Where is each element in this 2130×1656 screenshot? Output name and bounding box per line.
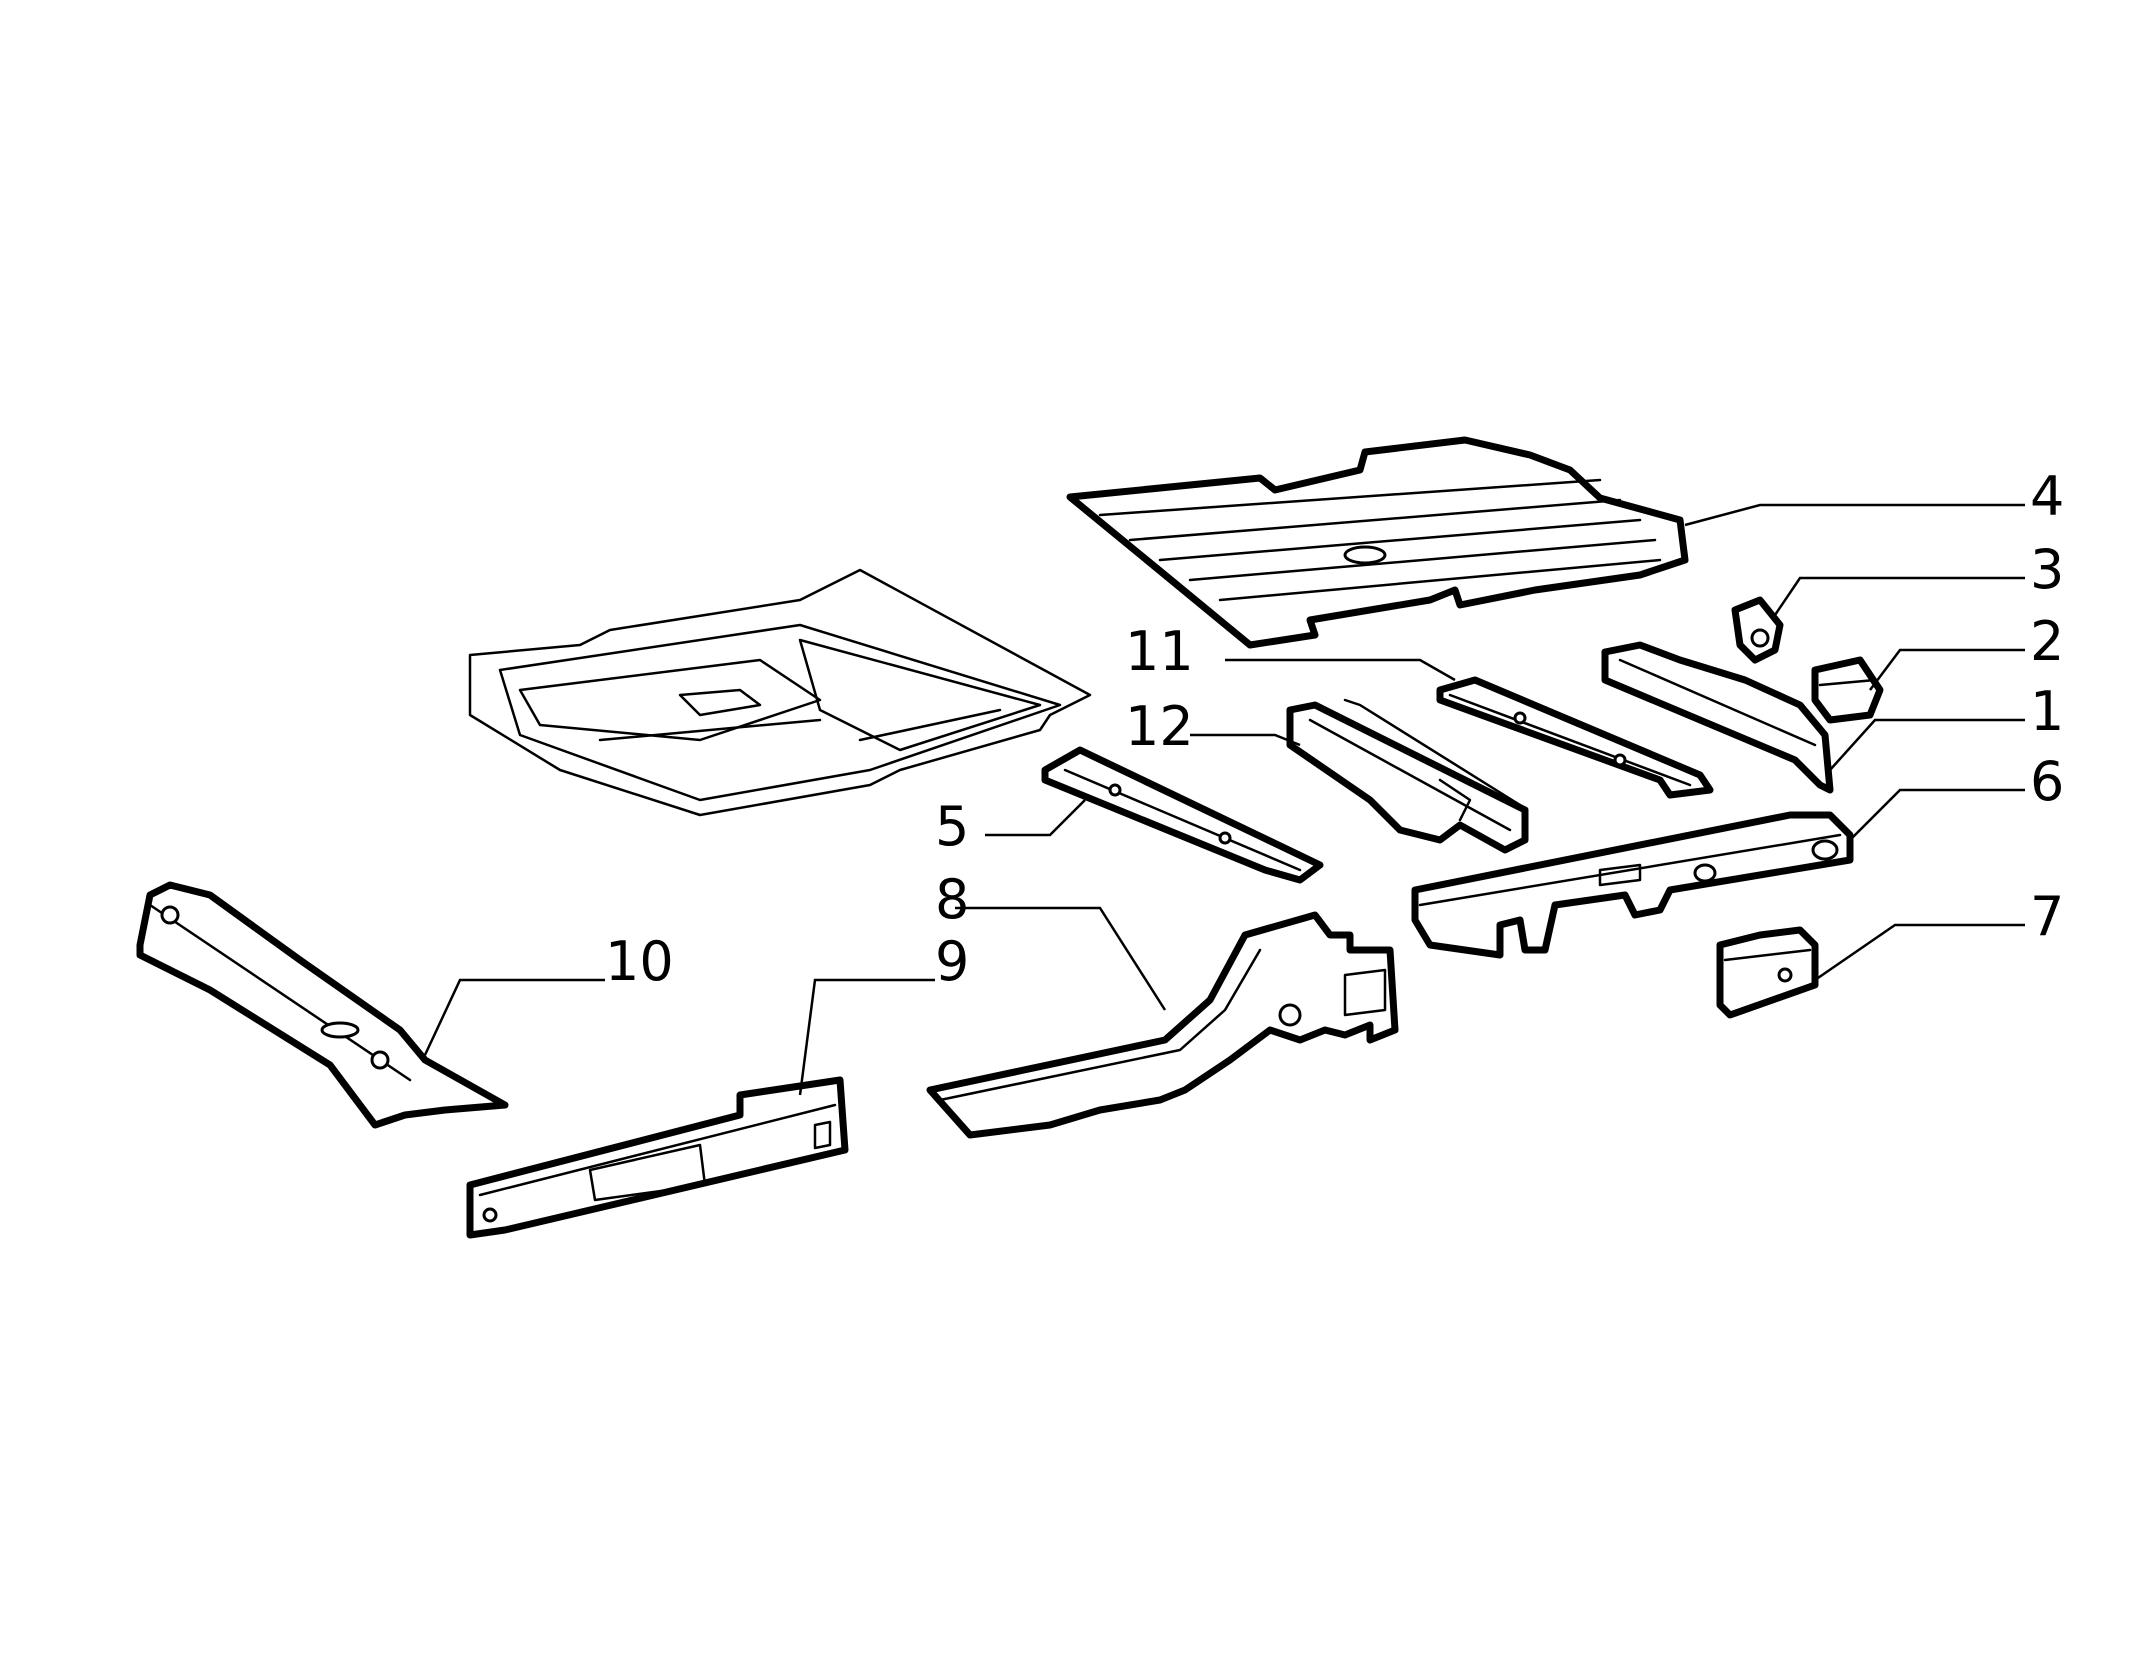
- leader-3: [1773, 576, 2025, 616]
- leader-9: [798, 978, 935, 1096]
- part-1-cross-member: [1601, 641, 1834, 794]
- leader-1: [1829, 718, 2025, 771]
- callout-8: 8: [935, 868, 969, 931]
- part-8-side-member: [926, 911, 1399, 1139]
- callout-5: 5: [935, 795, 969, 858]
- leader-6: [1849, 788, 2025, 841]
- part-5-cross-member: [1041, 746, 1324, 884]
- part-6-rear-cross-member: [1411, 811, 1854, 959]
- leader-2: [1869, 648, 2025, 691]
- leader-11: [1225, 658, 1456, 682]
- leader-10: [423, 978, 605, 1056]
- leader-12: [1190, 733, 1301, 747]
- leader-8: [955, 906, 1167, 1011]
- callout-7: 7: [2030, 885, 2064, 948]
- callout-labels: 1 2 3 4 5 6 7 8 9 10 11 12: [605, 465, 2064, 993]
- front-floor-pan: [468, 568, 1092, 817]
- part-10-front-rail: [136, 881, 509, 1129]
- callout-12: 12: [1125, 695, 1194, 758]
- part-9-side-rail: [466, 1076, 849, 1239]
- callout-10: 10: [605, 930, 674, 993]
- callout-9: 9: [935, 930, 969, 993]
- part-2-box-bracket: [1811, 656, 1884, 724]
- part-4-rear-floor-panel: [1066, 436, 1689, 649]
- leader-7: [1814, 923, 2025, 982]
- callout-4: 4: [2030, 465, 2064, 528]
- part-3-bracket: [1731, 596, 1784, 664]
- part-7-bracket: [1716, 926, 1819, 1019]
- callout-11: 11: [1125, 620, 1194, 683]
- leader-lines: [423, 503, 2025, 1096]
- callout-3: 3: [2030, 538, 2064, 601]
- leader-5: [985, 799, 1086, 837]
- part-12-reinforcement: [1286, 698, 1529, 854]
- leader-4: [1684, 503, 2025, 527]
- part-11-cross-member: [1436, 676, 1714, 799]
- callout-6: 6: [2030, 750, 2064, 813]
- callout-1: 1: [2030, 680, 2064, 743]
- callout-2: 2: [2030, 610, 2064, 673]
